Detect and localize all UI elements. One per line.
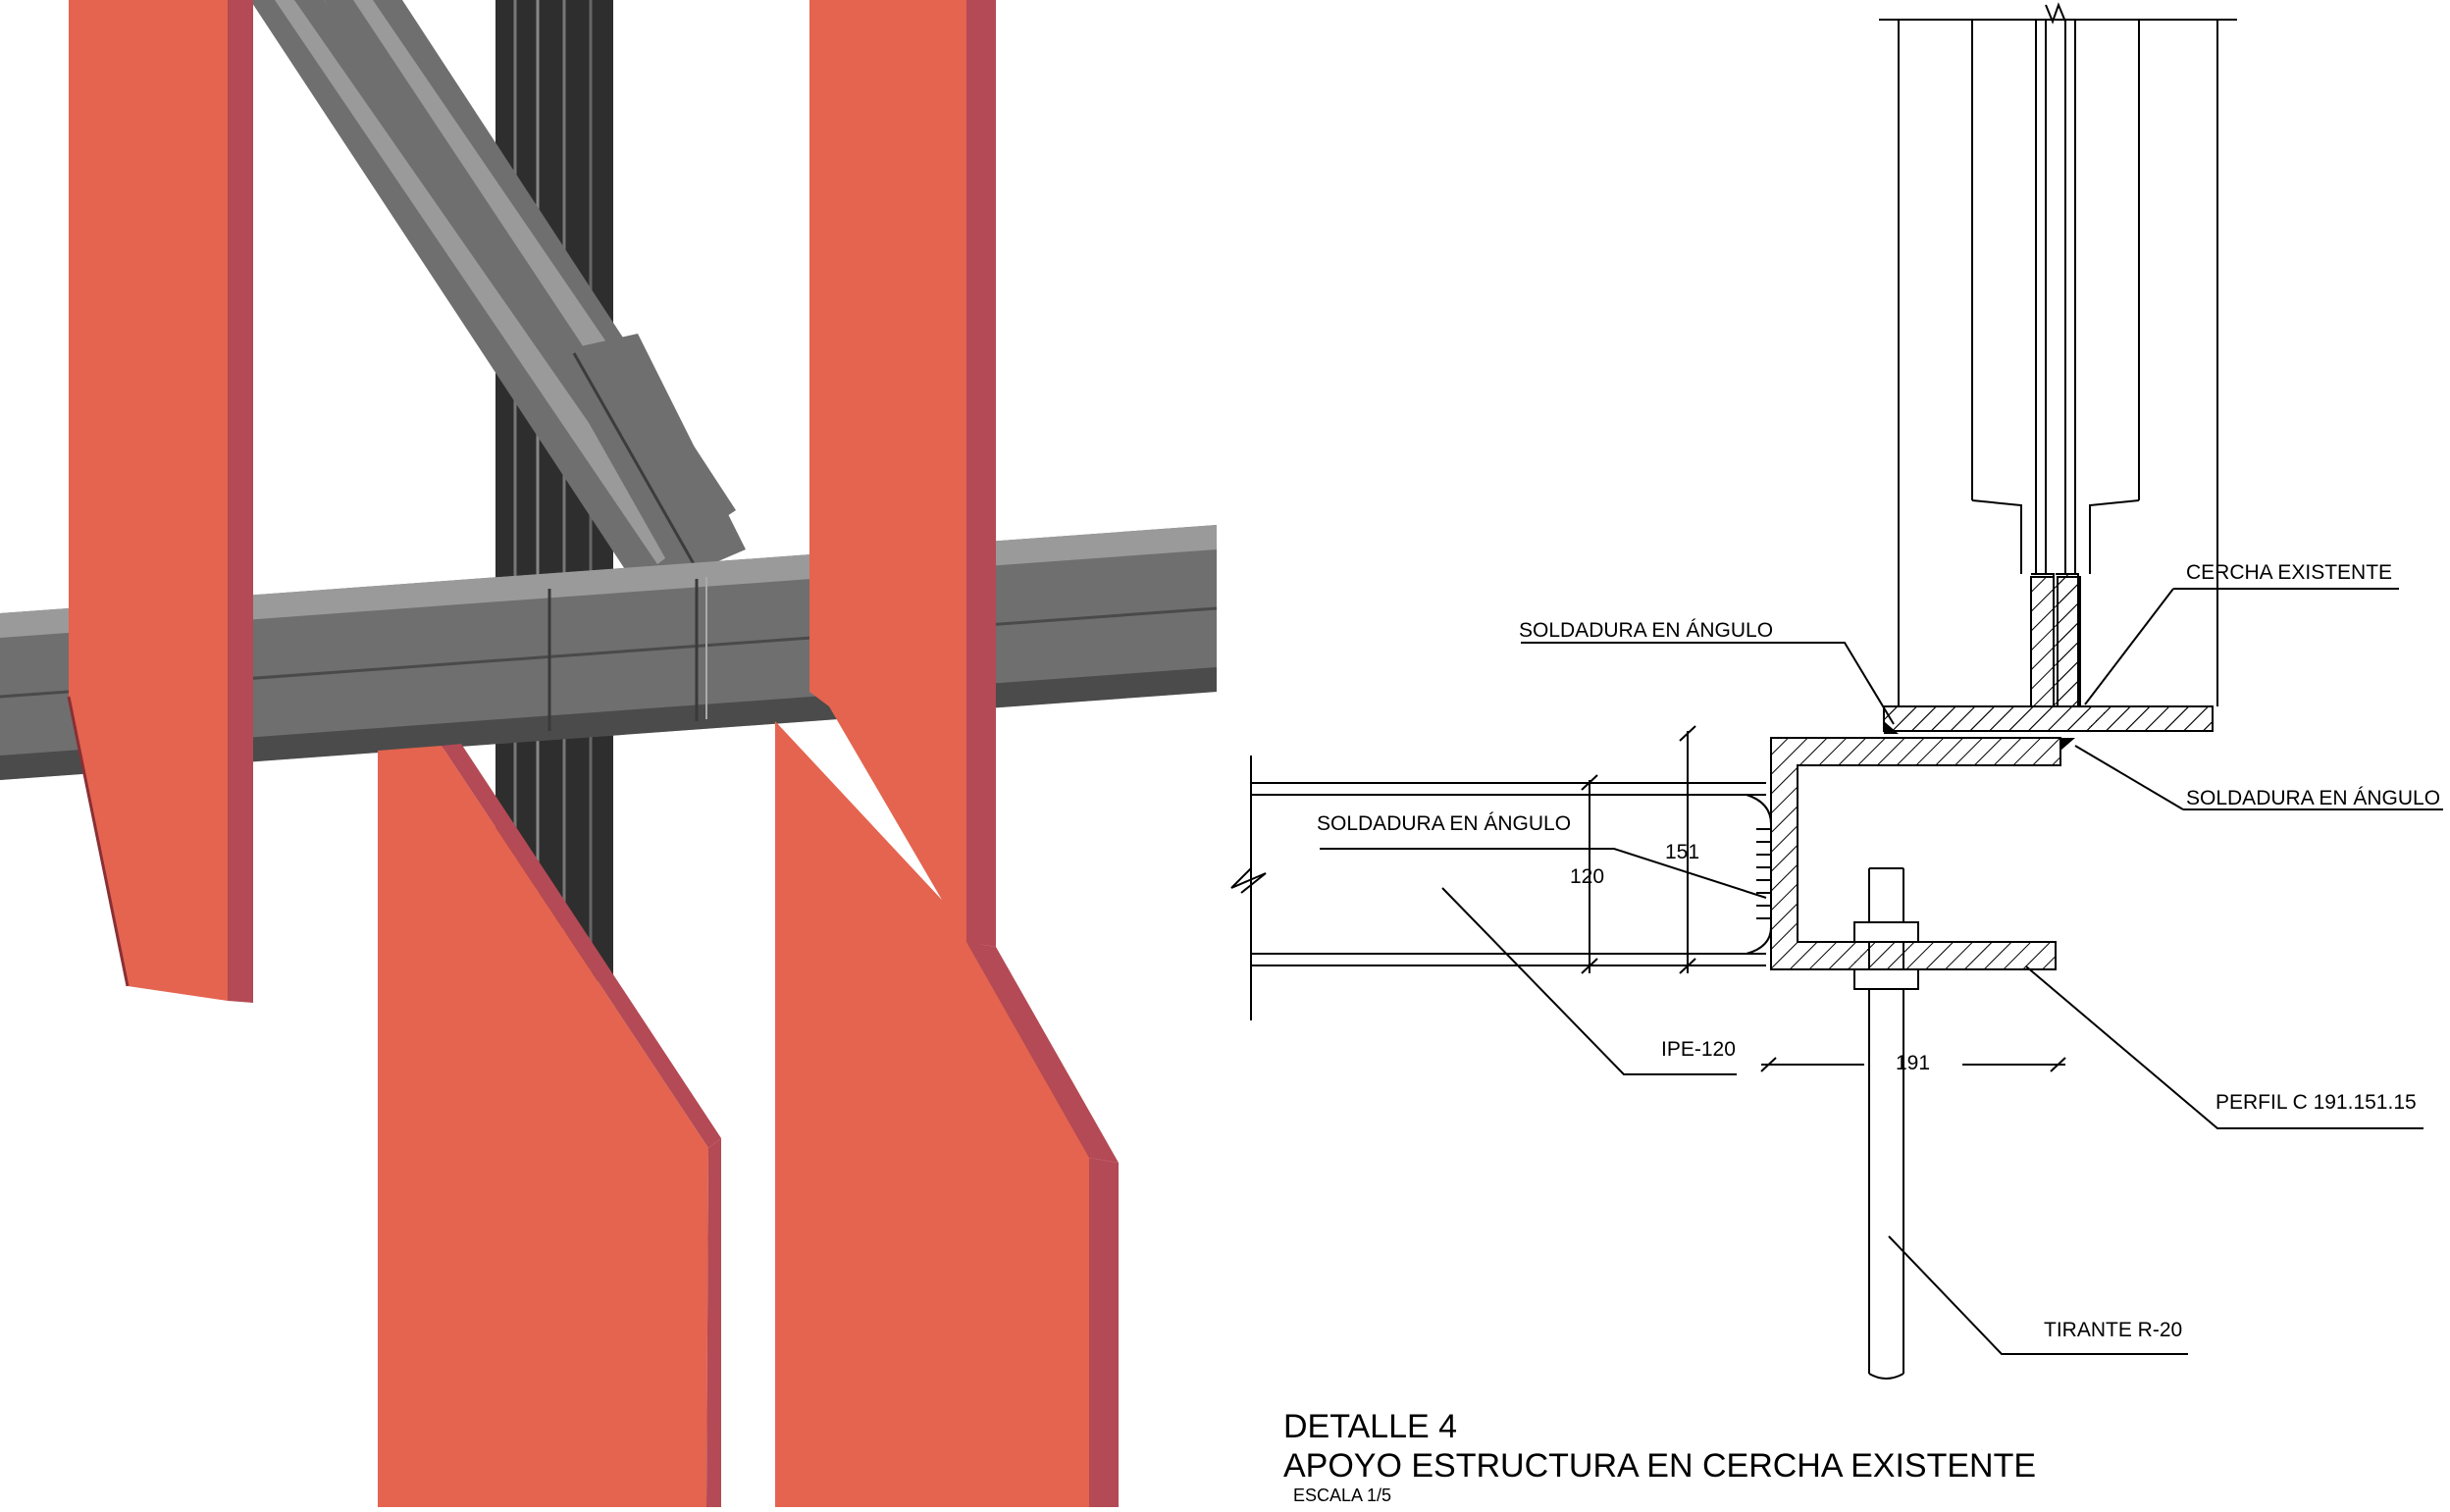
leader-lines [1320, 588, 2443, 1355]
dim-label-191: 191 [1896, 1052, 1930, 1074]
dimension-120 [1581, 774, 1598, 974]
label-soldadura-right: SOLDADURA EN ÁNGULO [2186, 787, 2440, 809]
label-soldadura-left: SOLDADURA EN ÁNGULO [1317, 812, 1571, 835]
weld-mark-top [1884, 721, 1899, 734]
ipe-120-beam [1230, 756, 1772, 1020]
title-line-1: DETALLE 4 [1283, 1408, 1457, 1445]
diagonal-steel-members [250, 0, 746, 589]
weld-ticks-ipe [1756, 828, 1771, 919]
existing-truss-outline [1879, 2, 2237, 706]
dim-label-151: 151 [1665, 841, 1699, 863]
red-plate-right [775, 0, 1119, 1507]
red-plate-center [378, 744, 721, 1507]
label-cercha-existente: CERCHA EXISTENTE [2186, 561, 2392, 584]
label-ipe-120: IPE-120 [1661, 1038, 1736, 1061]
title-scale: ESCALA 1/5 [1293, 1486, 1391, 1505]
tie-rod [1853, 867, 1919, 1380]
label-perfil-c: PERFIL C 191.151.15 [2215, 1091, 2417, 1114]
cad-detail [1230, 2, 2443, 1380]
label-tirante: TIRANTE R-20 [2044, 1319, 2182, 1341]
weld-mark-right [2060, 738, 2075, 751]
dim-label-120: 120 [1570, 865, 1604, 888]
title-line-2: APOYO ESTRUCTURA EN CERCHA EXISTENTE [1283, 1447, 2036, 1485]
detail-title-block: DETALLE 4 APOYO ESTRUCTURA EN CERCHA EXI… [1283, 1408, 2036, 1505]
cad-labels: CERCHA EXISTENTE SOLDADURA EN ÁNGULO SOL… [1317, 561, 2440, 1341]
existing-truss-t-section [1883, 573, 2214, 732]
rendering-3d [0, 0, 1218, 1507]
red-plate-left [67, 0, 253, 1003]
label-soldadura-top: SOLDADURA EN ÁNGULO [1519, 619, 1773, 642]
dimension-191 [1760, 1057, 2066, 1072]
dimension-151 [1679, 725, 1696, 974]
